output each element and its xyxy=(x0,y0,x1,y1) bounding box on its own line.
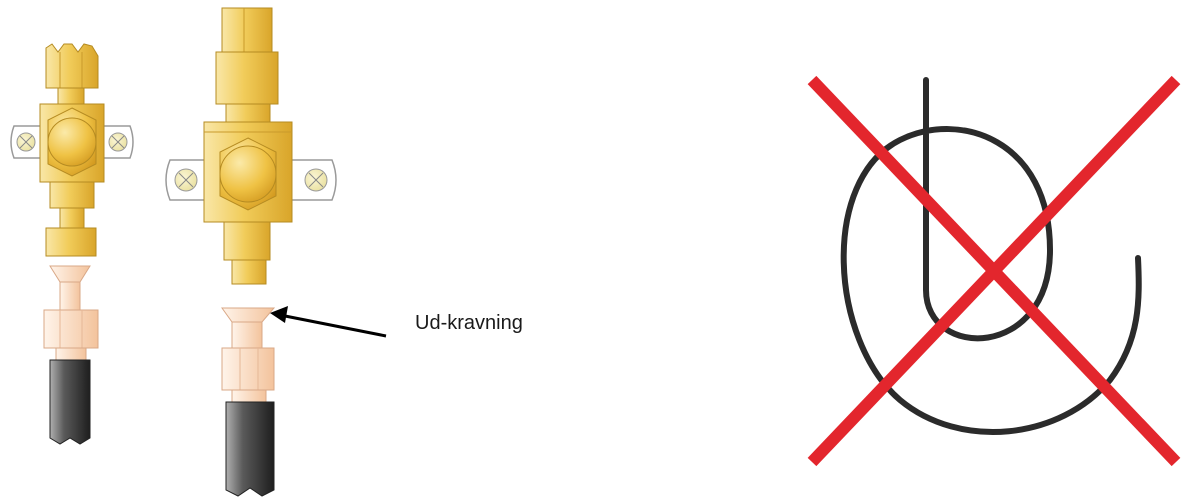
flare-label: Ud-kravning xyxy=(415,312,523,334)
red-cross-icon xyxy=(807,75,1181,467)
large-service-valve-icon xyxy=(165,7,337,497)
small-service-valve-icon xyxy=(10,43,134,445)
flare-pointer-arrow xyxy=(270,306,387,338)
